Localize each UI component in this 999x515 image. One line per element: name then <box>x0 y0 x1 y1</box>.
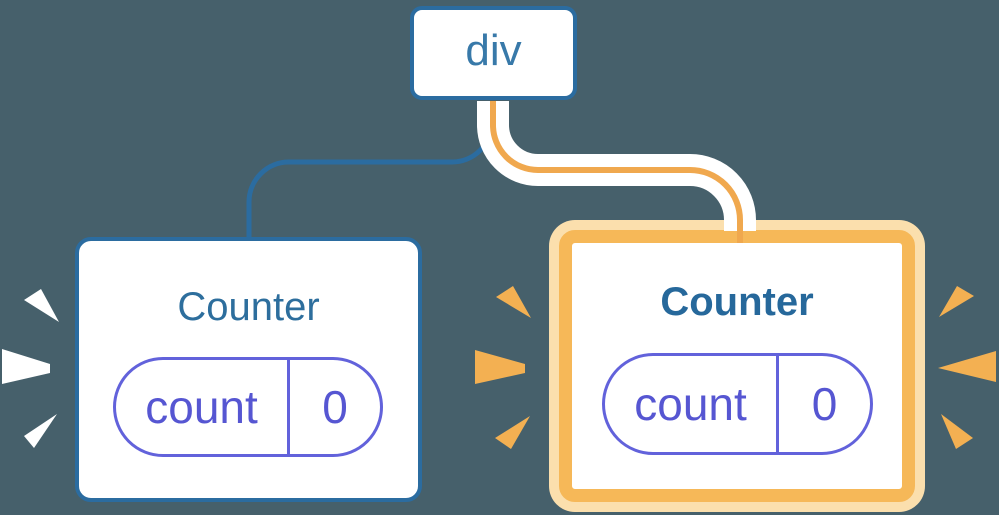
counter-card-left: Counter count 0 <box>75 237 422 502</box>
state-key-label: count <box>634 378 747 430</box>
tree-node-div: div <box>410 6 577 100</box>
spark-burst-right-card-left <box>475 286 531 449</box>
div-node-label: div <box>465 26 522 75</box>
spark-icon <box>939 286 974 317</box>
spark-icon <box>495 416 530 449</box>
state-pill-left: count 0 <box>113 357 383 457</box>
edge-to-left-counter <box>246 101 495 240</box>
edge-to-right-counter <box>490 101 743 243</box>
spark-burst-left-card <box>2 289 59 448</box>
spark-icon <box>24 289 59 322</box>
spark-icon <box>24 414 57 448</box>
state-value: 0 <box>811 378 838 430</box>
pill-divider <box>287 360 290 454</box>
spark-icon <box>496 286 531 318</box>
state-value: 0 <box>322 381 348 433</box>
counter-card-right-highlighted: Counter count 0 <box>559 230 915 502</box>
spark-icon <box>475 350 525 384</box>
spark-burst-right-card-right <box>938 286 996 449</box>
spark-icon <box>2 349 50 384</box>
state-key-label: count <box>145 381 258 433</box>
counter-title-right: Counter <box>660 280 814 324</box>
state-pill-right: count 0 <box>602 353 873 455</box>
spark-icon <box>938 351 996 382</box>
pill-divider <box>776 356 779 452</box>
edge-to-right-counter-casing <box>477 101 756 231</box>
counter-title-left: Counter <box>177 285 320 329</box>
spark-icon <box>941 414 973 449</box>
